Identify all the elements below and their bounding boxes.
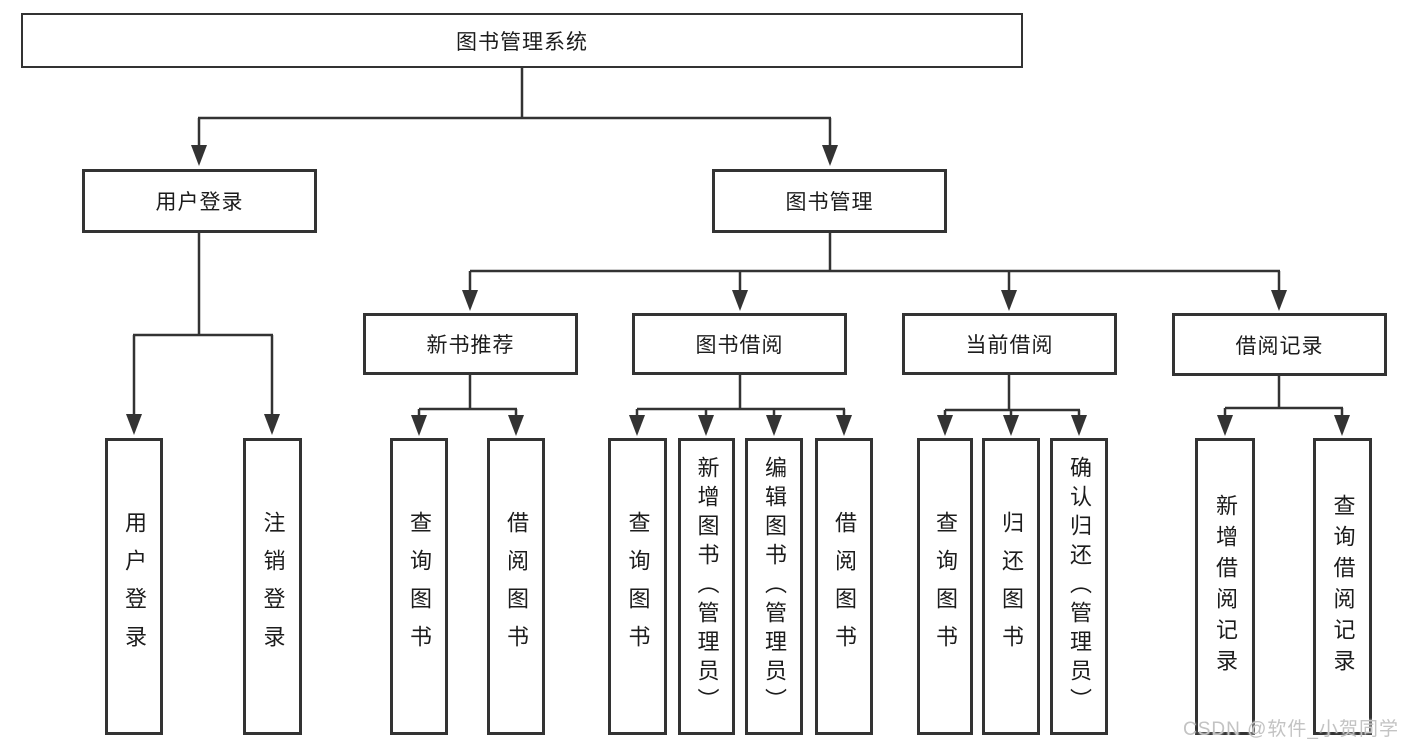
node-book-borrow: 图书借阅 bbox=[632, 313, 847, 375]
leaf-edit-book-admin-label: 编辑图书（管理员） bbox=[762, 456, 787, 717]
leaf-borrow-books-label: 借阅图书 bbox=[832, 510, 857, 663]
leaf-user-login: 用户登录 bbox=[105, 438, 163, 735]
leaf-user-login-label: 用户登录 bbox=[122, 510, 147, 663]
leaf-logout: 注销登录 bbox=[243, 438, 302, 735]
leaf-confirm-return-admin-label: 确认归还（管理员） bbox=[1067, 456, 1092, 717]
leaf-query-books-borrow: 查询图书 bbox=[608, 438, 667, 735]
leaf-query-borrow-record: 查询借阅记录 bbox=[1313, 438, 1372, 735]
leaf-edit-book-admin: 编辑图书（管理员） bbox=[745, 438, 803, 735]
leaf-add-book-admin-label: 新增图书（管理员） bbox=[694, 456, 720, 717]
leaf-query-books-recommend-label: 查询图书 bbox=[407, 510, 432, 663]
leaf-add-borrow-record-label: 新增借阅记录 bbox=[1213, 493, 1238, 680]
leaf-borrow-books-recommend: 借阅图书 bbox=[487, 438, 545, 735]
root-node-library-system: 图书管理系统 bbox=[21, 13, 1023, 68]
csdn-watermark: CSDN @软件_小贺同学 bbox=[1183, 719, 1399, 740]
leaf-query-books-current-label: 查询图书 bbox=[933, 510, 958, 663]
leaf-query-books-current: 查询图书 bbox=[917, 438, 973, 735]
node-current-borrow: 当前借阅 bbox=[902, 313, 1117, 375]
leaf-confirm-return-admin: 确认归还（管理员） bbox=[1050, 438, 1108, 735]
leaf-query-books-borrow-label: 查询图书 bbox=[625, 510, 651, 663]
node-new-book-recommend: 新书推荐 bbox=[363, 313, 578, 375]
leaf-add-book-admin: 新增图书（管理员） bbox=[678, 438, 735, 735]
leaf-query-borrow-record-label: 查询借阅记录 bbox=[1330, 493, 1356, 680]
edge-root-to-level2 bbox=[191, 68, 838, 166]
leaf-borrow-books-recommend-label: 借阅图书 bbox=[504, 510, 529, 663]
leaf-query-books-recommend: 查询图书 bbox=[390, 438, 448, 735]
branch-user-login: 用户登录 bbox=[82, 169, 317, 233]
leaf-logout-label: 注销登录 bbox=[260, 510, 286, 663]
node-borrow-records: 借阅记录 bbox=[1172, 313, 1387, 376]
leaf-borrow-books: 借阅图书 bbox=[815, 438, 873, 735]
edge-book-mgmt-to-level3 bbox=[462, 233, 1287, 311]
leaf-return-book: 归还图书 bbox=[982, 438, 1040, 735]
leaf-add-borrow-record: 新增借阅记录 bbox=[1195, 438, 1255, 735]
branch-book-management: 图书管理 bbox=[712, 169, 947, 233]
leaf-return-book-label: 归还图书 bbox=[999, 510, 1024, 663]
edge-user-login-branch bbox=[126, 232, 280, 435]
edge-level3-to-leaves bbox=[411, 375, 1350, 436]
